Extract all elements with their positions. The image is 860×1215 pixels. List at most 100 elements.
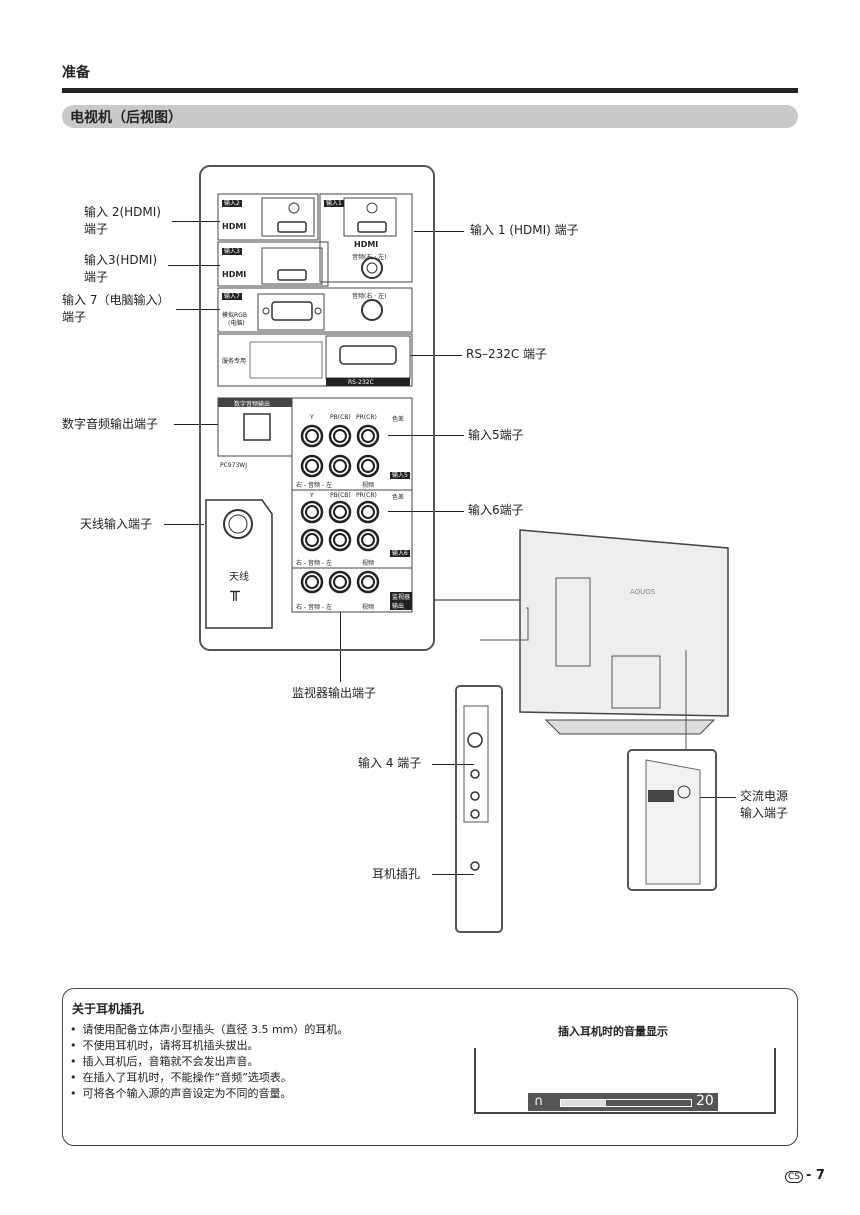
video-label: 视频 [362,560,375,567]
header-rule [62,88,798,93]
section-heading: 准备 [62,65,90,81]
audio-label: 右 - 音频 - 左 [296,560,332,567]
pr-label: PR(CR) [356,492,377,499]
leader-line [414,231,464,232]
rca-jack [356,528,380,552]
video-label: 视频 [362,482,375,489]
rca-jack [305,533,319,547]
rca-jack [300,528,324,552]
hdmi-logo: HDMI [222,270,247,279]
rca-jack [361,505,375,519]
rca-jack [361,429,375,443]
label-monitor-out: 监视器输出端子 [292,686,377,700]
label-rs232c: RS–232C 端子 [466,347,548,361]
rca-jack [333,505,347,519]
volume-level [561,1100,606,1106]
color-diff-label: 色差 [392,494,405,501]
digital-out-label: 数字音频输出 [234,401,271,408]
list-item: 可将各个输入源的声音设定为不同的音量。 [70,1086,348,1102]
rca-jack [300,424,324,448]
leader-line [388,435,464,436]
headphone-icon: ∩ [534,1094,544,1109]
color-diff-label: 色差 [392,416,405,423]
list-item: 请使用配备立体声小型插头（直径 3.5 mm）的耳机。 [70,1022,349,1038]
tag-input1: 输入1 [324,200,344,207]
label-ac-input: 交流电源输入端子 [740,789,789,820]
leader-line [168,265,220,266]
y-label: Y [310,492,314,499]
rca-jack [328,454,352,478]
rca-jack [300,570,324,594]
audio-label: 右 - 音频 - 左 [296,482,332,489]
rca-jack [305,429,319,443]
pb-label: PB(CB) [330,492,351,499]
leader-line [172,221,220,222]
video-label: 视频 [362,604,375,611]
tag-input5: 输入5 [390,472,410,479]
leader-line [176,309,220,310]
tag-input6: 输入6 [390,550,410,557]
leader-line [432,874,474,875]
rca-jack [328,500,352,524]
rca-jack [333,575,347,589]
rca-jack [361,459,375,473]
label-input4: 输入 4 端子 [358,756,422,770]
leader-line [410,355,462,356]
rca-jack [300,454,324,478]
title-bar [62,105,798,128]
tag-input2: 输入2 [222,200,242,207]
analog-rgb-label: 模拟RGB [222,312,247,319]
rca-jack [305,505,319,519]
audio-rl-label: 音频(右 · 左) [352,293,387,300]
y-label: Y [310,414,314,421]
rca-jack [356,424,380,448]
leader-line [164,524,204,525]
language-badge: CS [785,1171,803,1183]
pr-label: PR(CR) [356,414,377,421]
label-hdmi1: 输入 1 (HDMI) 端子 [470,223,579,237]
label-headphone-jack: 耳机插孔 [372,867,421,881]
rca-jack [356,570,380,594]
volume-track [560,1099,692,1107]
rca-jack [328,570,352,594]
volume-display-frame [474,1048,776,1114]
rca-jack [305,459,319,473]
label-antenna: 天线输入端子 [80,517,153,531]
volume-display-title: 插入耳机时的音量显示 [558,1025,668,1038]
rca-jack [333,459,347,473]
label-pc7: 输入 7（电脑输入）端子 [62,293,170,324]
rca-jack [361,575,375,589]
antenna-icon: ╥ [230,582,240,601]
audio-label: 右 - 音频 - 左 [296,604,332,611]
label-digital-audio: 数字音频输出端子 [62,417,159,431]
leader-line [174,424,218,425]
component-jacks [300,424,380,594]
rca-jack [361,533,375,547]
audio-rl-label: 音频(右 · 左) [352,254,387,261]
rca-jack [328,528,352,552]
rca-jack [328,424,352,448]
list-item: 不使用耳机时，请将耳机插头拔出。 [70,1038,348,1054]
service-label: 服务专用 [222,358,247,365]
leader-line [432,764,474,765]
tag-monitor-out: 监视器输出 [390,592,413,610]
page-title: 电视机（后视图） [70,110,182,126]
rca-jack [333,533,347,547]
pb-label: PB(CB) [330,414,351,421]
list-item: 在插入了耳机时，不能操作“音频”选项表。 [70,1070,348,1086]
rca-jack [356,500,380,524]
rear-panel-diagram [199,165,729,933]
page-number: CS- 7 [785,1168,825,1183]
model-label: PC973WJ [220,462,247,469]
tag-input7: 输入7 [222,293,242,300]
label-input6: 输入6端子 [468,503,524,517]
label-hdmi2: 输入 2(HDMI)端子 [84,205,161,236]
tv-brand: AQUOS [630,588,656,596]
label-input5: 输入5端子 [468,428,524,442]
rs232-label: RS-232C [348,379,374,386]
leader-line [678,797,736,798]
pc-label: (电脑) [228,320,245,327]
leader-line [388,511,464,512]
leader-line [340,612,341,682]
rca-jack [300,500,324,524]
